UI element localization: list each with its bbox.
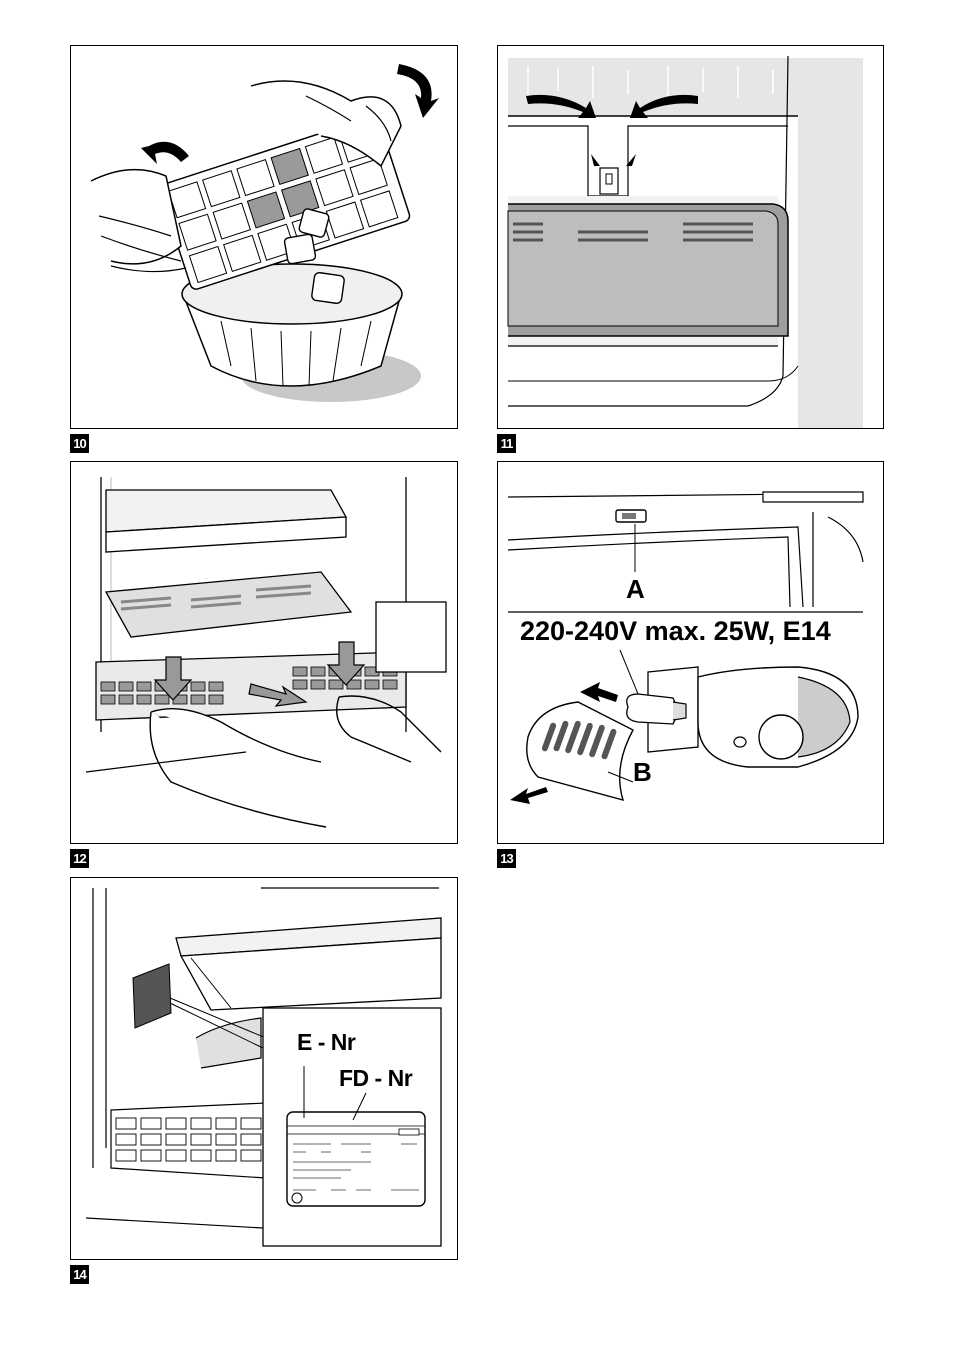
figure-13-number: 13 (497, 849, 516, 868)
figure-12-number: 12 (70, 849, 89, 868)
drain-channel-illustration (498, 46, 884, 429)
e-nr-label: E - Nr (297, 1029, 355, 1056)
figure-14-number: 14 (70, 1265, 89, 1284)
arrow-icon (397, 64, 439, 118)
ice-tray-illustration (71, 46, 458, 429)
figure-10-panel (70, 45, 458, 429)
arrow-icon (141, 142, 189, 164)
figure-10-number: 10 (70, 434, 89, 453)
arrow-icon (580, 682, 618, 702)
rating-plate-marker (133, 964, 171, 1028)
figure-14-panel: E - Nr FD - Nr (70, 877, 458, 1260)
figure-11-panel (497, 45, 884, 429)
figure-13-panel: A 220-240V max. 25W, E14 B (497, 461, 884, 844)
remove-cover-illustration (71, 462, 458, 844)
figure-12-panel (70, 461, 458, 844)
lamp-replacement-illustration (498, 462, 884, 844)
figure-11-number: 11 (497, 434, 516, 453)
lamp-spec-text: 220-240V max. 25W, E14 (520, 616, 831, 647)
arrow-icon (510, 787, 548, 804)
label-a: A (626, 574, 645, 605)
label-b: B (633, 757, 652, 788)
fd-nr-label: FD - Nr (339, 1065, 412, 1092)
